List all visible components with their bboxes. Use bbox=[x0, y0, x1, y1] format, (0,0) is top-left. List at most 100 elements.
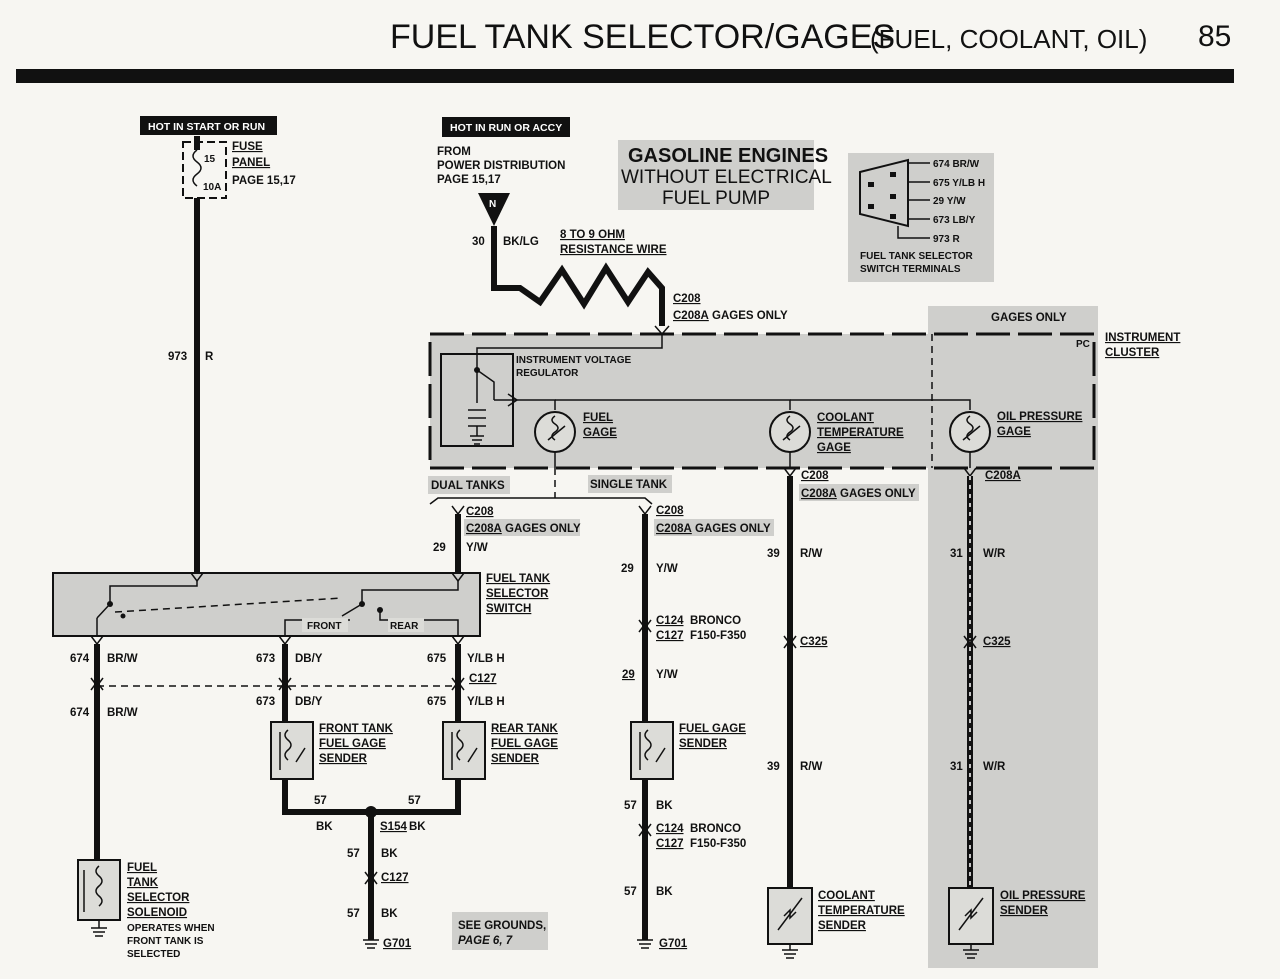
wire-29-dual-number: 29 bbox=[433, 542, 446, 554]
solenoid-circuit: 674 BR/W 674 BR/W FUEL TANK SELECTOR SOL… bbox=[70, 635, 215, 960]
c124-ground: C124 bbox=[656, 823, 684, 835]
wire-29-s1-color: Y/W bbox=[656, 563, 678, 575]
hot-start-run-box bbox=[140, 116, 277, 135]
oil-pressure-circuit: C208A 31 W/R C325 31 W/R OIL PRESSURE SE… bbox=[948, 467, 1086, 959]
oil-gage-label2: GAGE bbox=[997, 426, 1031, 438]
wire-29-dual-color: Y/W bbox=[466, 542, 488, 554]
wire-29-s1-number: 29 bbox=[621, 563, 634, 575]
header-rule bbox=[16, 69, 1234, 83]
wire-57-rear-color: BK bbox=[409, 821, 426, 833]
wire-57-s2-number: 57 bbox=[347, 908, 360, 920]
wire-31-a-color: W/R bbox=[983, 548, 1006, 560]
c127-switch: C127 bbox=[469, 673, 497, 685]
terminal-inset: 674 BR/W 675 Y/LB H 29 Y/W 673 LB/Y 973 … bbox=[859, 158, 985, 275]
wire-57-front-number: 57 bbox=[314, 795, 327, 807]
oil-gage-label1: OIL PRESSURE bbox=[997, 411, 1083, 423]
power-from: FROM bbox=[437, 146, 471, 158]
coolant-gage-label3: GAGE bbox=[817, 442, 851, 454]
c127-ground: C127 bbox=[381, 872, 409, 884]
ground-g701-dual: G701 bbox=[383, 938, 412, 950]
wire-57-single2-color: BK bbox=[656, 886, 673, 898]
c127-single: C127 bbox=[656, 630, 684, 642]
solenoid-ground-icon bbox=[91, 927, 107, 937]
resistance-label: RESISTANCE WIRE bbox=[560, 244, 667, 256]
wire-674-number-b: 674 bbox=[70, 707, 90, 719]
terminal-4: 673 LB/Y bbox=[933, 215, 976, 226]
rear-sender-l1: REAR TANK bbox=[491, 723, 559, 735]
wire-675-color-a: Y/LB H bbox=[467, 653, 505, 665]
wire-57-s2-color: BK bbox=[381, 908, 398, 920]
gages-only-single: GAGES ONLY bbox=[695, 523, 771, 535]
terminal-2: 675 Y/LB H bbox=[933, 178, 985, 189]
f150-ground: F150-F350 bbox=[690, 838, 746, 850]
wire-29-s2-color: Y/W bbox=[656, 669, 678, 681]
solenoid-l3: SELECTOR bbox=[127, 892, 190, 904]
solenoid-l2: TANK bbox=[127, 877, 159, 889]
c127-single-ground: C127 bbox=[656, 838, 684, 850]
solenoid-note3: SELECTED bbox=[127, 949, 180, 960]
solenoid-note1: OPERATES WHEN bbox=[127, 923, 215, 934]
bronco-ground: BRONCO bbox=[690, 823, 741, 835]
front-tank-circuit: 673 DB/Y 673 DB/Y FRONT TANK FUEL GAGE S… bbox=[256, 635, 394, 780]
c208a-dual: C208A bbox=[466, 523, 502, 535]
c208-coolant: C208 bbox=[801, 470, 829, 482]
engine-note-line3: FUEL PUMP bbox=[662, 188, 770, 209]
solenoid-l4: SOLENOID bbox=[127, 907, 187, 919]
page-header: FUEL TANK SELECTOR/GAGES (FUEL, COOLANT,… bbox=[16, 18, 1234, 83]
coolant-gage-label2: TEMPERATURE bbox=[817, 427, 904, 439]
wire-973-color: R bbox=[205, 351, 214, 363]
ground-g701-single-icon bbox=[637, 939, 653, 949]
grounds-note-l2: PAGE 6, 7 bbox=[458, 935, 513, 947]
wire-39-a-color: R/W bbox=[800, 548, 823, 560]
power-feed: FROM POWER DISTRIBUTION PAGE 15,17 N 30 … bbox=[437, 146, 788, 336]
coolant-sender-l2: TEMPERATURE bbox=[818, 905, 905, 917]
fuse-name2: PANEL bbox=[232, 157, 270, 169]
front-sender-l2: FUEL GAGE bbox=[319, 738, 386, 750]
fuel-sender-l2: SENDER bbox=[679, 738, 728, 750]
wire-973-number: 973 bbox=[168, 351, 187, 363]
wire-39-b-color: R/W bbox=[800, 761, 823, 773]
coolant-sender-l3: SENDER bbox=[818, 920, 867, 932]
ivr-ground-icon bbox=[470, 435, 484, 445]
tank-variant-split: DUAL TANKS SINGLE TANK bbox=[428, 468, 672, 505]
page-subtitle: (FUEL, COOLANT, OIL) bbox=[870, 24, 1147, 54]
page-title: FUEL TANK SELECTOR/GAGES bbox=[390, 18, 895, 56]
fuel-gage-sender-icon bbox=[630, 721, 674, 780]
fuse-amps: 15 bbox=[204, 154, 216, 165]
c208-dual: C208 bbox=[466, 506, 494, 518]
single-tank-label: SINGLE TANK bbox=[590, 479, 668, 491]
wire-57-front-color: BK bbox=[316, 821, 333, 833]
oil-ground-icon bbox=[963, 949, 979, 959]
switch-name2: SELECTOR bbox=[486, 588, 549, 600]
engine-note-line1: GASOLINE ENGINES bbox=[628, 145, 828, 167]
power-source: POWER DISTRIBUTION bbox=[437, 160, 565, 172]
terminal-caption2: SWITCH TERMINALS bbox=[860, 264, 961, 275]
fuel-gage-label1: FUEL bbox=[583, 412, 613, 424]
rear-tank-circuit: 675 Y/LB H C127 675 Y/LB H REAR TANK FUE… bbox=[427, 635, 559, 780]
hot-run-accy-box bbox=[442, 117, 570, 137]
cluster-name1: INSTRUMENT bbox=[1105, 332, 1180, 344]
c208a-single: C208A bbox=[656, 523, 692, 535]
terminal-1: 674 BR/W bbox=[933, 159, 980, 170]
wire-30-number: 30 bbox=[472, 236, 485, 248]
ground-g701-dual-icon bbox=[363, 939, 379, 949]
wire-39-b-number: 39 bbox=[767, 761, 780, 773]
connector-n-letter: N bbox=[489, 199, 496, 210]
wire-673-number-b: 673 bbox=[256, 696, 275, 708]
coolant-gage-label1: COOLANT bbox=[817, 412, 874, 424]
cluster-pc: PC bbox=[1076, 339, 1090, 350]
wire-674-number-a: 674 bbox=[70, 653, 90, 665]
engine-note-box bbox=[618, 140, 814, 210]
page-number: 85 bbox=[1198, 20, 1231, 53]
oil-sender-l2: SENDER bbox=[1000, 905, 1049, 917]
c208a-coolant: C208A bbox=[801, 488, 837, 500]
ivr-label2: REGULATOR bbox=[516, 368, 579, 379]
wire-31-b-color: W/R bbox=[983, 761, 1006, 773]
c124-single: C124 bbox=[656, 615, 684, 627]
fuel-tank-selector-switch: FRONT REAR FUEL TANK SELECTOR SWITCH bbox=[52, 572, 551, 637]
gages-only-coolant: GAGES ONLY bbox=[840, 488, 916, 500]
front-sender-l1: FRONT TANK bbox=[319, 723, 394, 735]
engine-note-line2: WITHOUT ELECTRICAL bbox=[621, 167, 832, 188]
wire-31-a-number: 31 bbox=[950, 548, 963, 560]
